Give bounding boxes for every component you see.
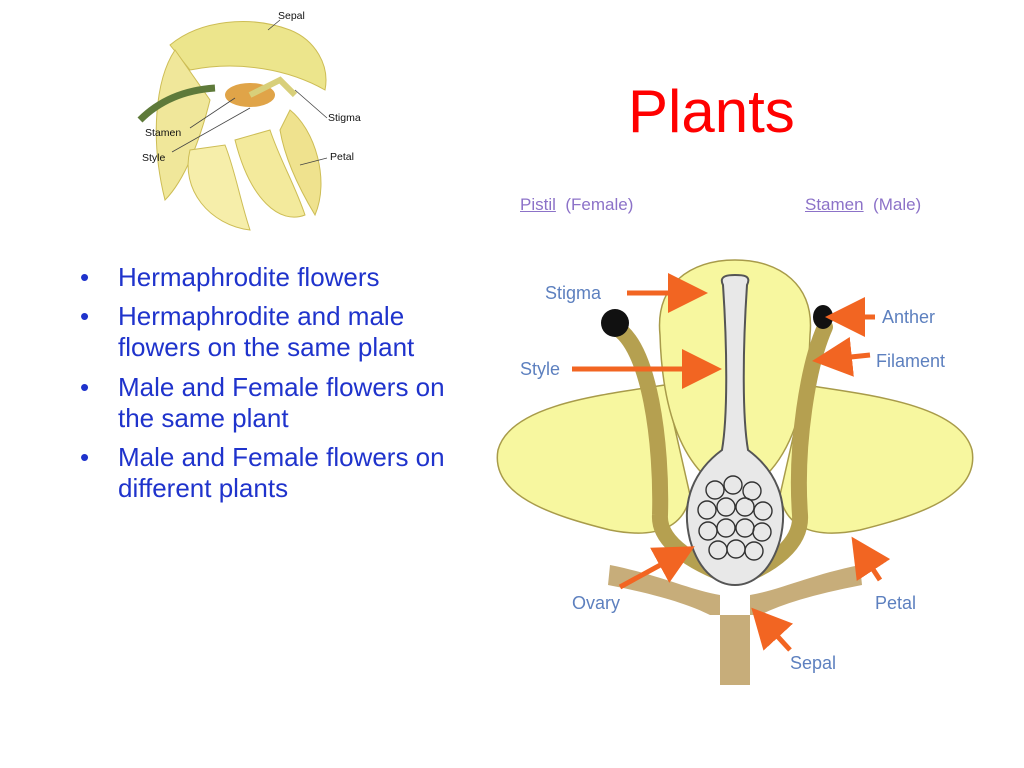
photo-label-petal: Petal [330,151,354,163]
pistil-link[interactable]: Pistil [520,195,556,214]
bullet-dot: • [80,371,90,402]
stamen-link[interactable]: Stamen [805,195,864,214]
diagram-anther-left [601,309,629,337]
photo-sepal-upper [169,21,327,91]
arrow-ovary [618,546,695,590]
bullet-dot: • [80,441,90,472]
stamen-subtitle: Stamen (Male) [805,195,921,215]
photo-stem [137,84,216,123]
pistil-subtitle: Pistil (Female) [520,195,633,215]
bullet-item: • Male and Female flowers on the same pla… [80,372,470,434]
photo-label-stigma: Stigma [328,112,361,124]
label-petal: Petal [875,593,917,613]
photo-petal-far-right [279,109,322,217]
bullet-item: • Hermaphrodite and male flowers on the s… [80,301,470,363]
photo-petal-right [234,129,306,218]
label-stigma: Stigma [545,283,602,303]
bullet-text: Hermaphrodite and male flowers on the sa… [118,301,415,363]
bullet-dot: • [80,301,90,332]
diagram-pistil [685,273,785,587]
pistil-note: (Female) [565,195,634,214]
label-sepal: Sepal [790,653,837,673]
arrow-sepal [751,607,794,652]
bullet-text: Male and Female flowers on different pla… [118,441,445,504]
label-filament: Filament [876,351,946,371]
diagram-anther-right [813,305,833,329]
photo-label-stamen: Stamen [145,127,182,139]
arrow-petal [851,536,891,582]
bullet-dot: • [80,262,90,292]
photo-label-style: Style [142,152,166,164]
photo-petal-lower [187,144,251,231]
slide-title: Plants [628,78,795,145]
diagram-receptacle [608,565,862,685]
photo-style [248,76,298,98]
bullet-text: Male and Female flowers on the same plan… [118,371,445,433]
bullet-item: • Hermaphrodite flowers [80,262,470,293]
label-anther: Anther [882,307,936,327]
label-ovary: Ovary [572,593,621,613]
label-style: Style [520,359,561,379]
bullet-text: Hermaphrodite flowers [118,262,380,292]
arrow-filament [812,336,871,377]
diagram-ovules [697,475,773,561]
stamen-note: (Male) [873,195,922,214]
flower-photo: Sepal Stigma Stamen Style Petal [130,0,380,232]
bullet-item: • Male and Female flowers on different pl… [80,442,470,504]
bullet-list: • Hermaphrodite flowers • Hermaphrodite an… [80,262,470,512]
flower-diagram: Stigma Anther Style Filament Ovary Petal… [490,245,980,695]
photo-label-sepal: Sepal [278,10,305,22]
